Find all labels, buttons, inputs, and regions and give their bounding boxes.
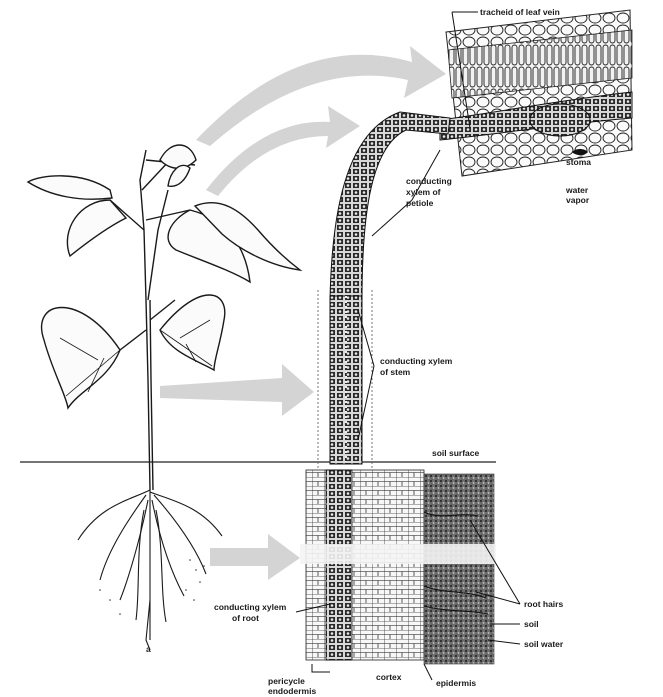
leaf-lower-right [160,295,225,370]
label-endodermis: endodermis [268,686,316,696]
label-petiole-3: petiole [406,198,434,208]
root-xylem [326,470,352,660]
root-system [78,490,222,650]
arrow-to-root [210,534,300,580]
label-tracheid: tracheid of leaf vein [480,7,560,17]
root-cross-section [300,470,496,664]
leaf-upper-left [28,176,112,199]
label-root-hairs: root hairs [524,599,563,609]
xylem-column [318,112,450,470]
leaf-lower-left [42,308,120,409]
label-stem-2: of stem [380,367,411,377]
label-epidermis: epidermis [436,678,476,688]
label-petiole-1: conducting [406,176,452,186]
label-root-xylem-1: conducting xylem [214,602,287,612]
figure-letter: a [146,644,151,654]
soil-dots-plant [99,559,205,615]
leaf-top [160,145,196,168]
label-stoma: stoma [566,157,591,167]
arrow-to-stem [160,364,314,416]
plant-stem [140,150,168,490]
label-pericycle: pericycle [268,676,305,686]
soil-region [424,474,494,664]
leaf-cross-section [440,10,632,176]
label-petiole-2: xylem of [406,187,441,197]
label-root-xylem-2: of root [232,613,259,623]
label-cortex: cortex [376,672,402,682]
label-water-vapor-2: vapor [566,195,590,205]
leaf-mid-left [67,200,126,256]
label-stem-1: conducting xylem [380,356,453,366]
label-soil-surface: soil surface [432,448,480,458]
root-cortex [352,470,424,660]
label-soil-water: soil water [524,639,564,649]
label-water-vapor-1: water [565,185,589,195]
label-soil: soil [524,619,539,629]
